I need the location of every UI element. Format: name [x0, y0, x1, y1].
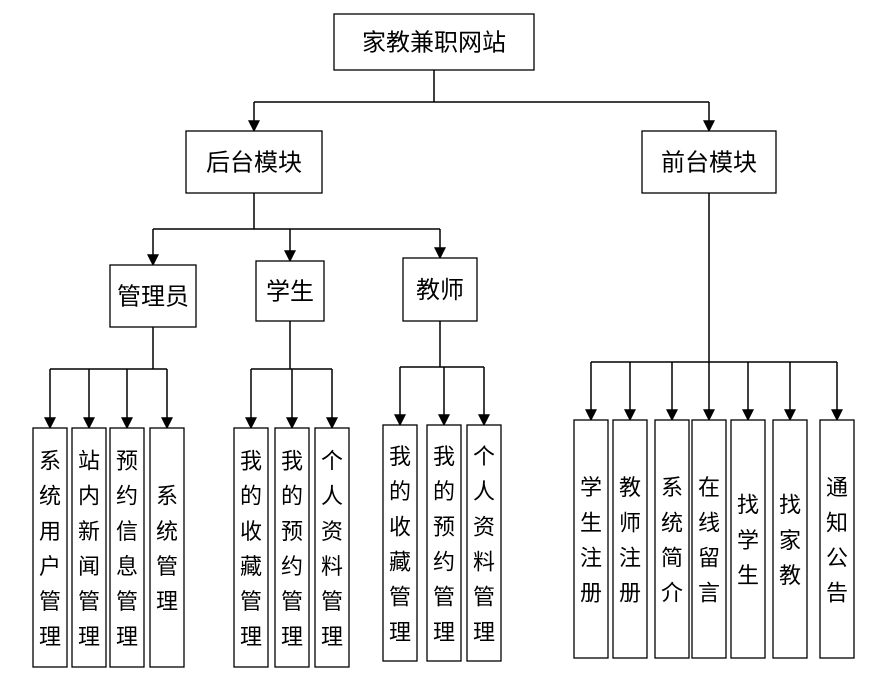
- role-0-item-node-2-label: 预约信息管理: [116, 449, 138, 650]
- backend-module-node: 后台模块: [185, 130, 323, 194]
- frontend-item-node-3-label: 在线留言: [698, 476, 720, 607]
- role-2-item-node-1: 我的预约管理: [426, 424, 462, 662]
- role-node-1: 学生: [255, 260, 325, 322]
- frontend-item-node-0: 学生注册: [573, 419, 609, 659]
- role-0-item-node-1: 站内新闻管理: [71, 427, 107, 668]
- frontend-item-node-1-box: [612, 419, 648, 659]
- role-1-item-node-2: 个人资料管理: [314, 427, 350, 668]
- frontend-item-node-6-label: 通知公告: [826, 476, 848, 607]
- frontend-item-node-5-box: [772, 419, 808, 659]
- frontend-module-node-box: [641, 130, 777, 194]
- role-1-item-node-2-label: 个人资料管理: [321, 449, 343, 650]
- role-0-item-node-0-label: 系统用户管理: [39, 449, 61, 650]
- role-2-item-node-0-box: [382, 424, 418, 662]
- role-2-item-node-2-label: 个人资料管理: [473, 445, 495, 646]
- role-2-item-node-0: 我的收藏管理: [382, 424, 418, 662]
- role-node-2-label: 教师: [416, 276, 464, 304]
- role-node-0: 管理员: [109, 264, 197, 328]
- root-node: 家教兼职网站: [333, 13, 535, 71]
- role-0-item-node-3-box: [149, 427, 185, 668]
- role-1-item-node-1: 我的预约管理: [274, 427, 310, 668]
- role-1-item-node-0: 我的收藏管理: [233, 427, 269, 668]
- frontend-item-node-3: 在线留言: [691, 419, 727, 659]
- role-2-item-node-1-box: [426, 424, 462, 662]
- role-node-2: 教师: [402, 257, 478, 322]
- role-0-item-node-2: 预约信息管理: [109, 427, 145, 668]
- role-1-item-node-1-box: [274, 427, 310, 668]
- frontend-item-node-2-box: [654, 419, 690, 659]
- role-0-item-node-3-label: 系统管理: [156, 485, 178, 616]
- role-node-2-box: [402, 257, 478, 322]
- role-0-item-node-1-box: [71, 427, 107, 668]
- role-1-item-node-0-label: 我的收藏管理: [240, 449, 262, 650]
- frontend-item-node-4-box: [730, 419, 766, 659]
- frontend-item-node-2: 系统简介: [654, 419, 690, 659]
- role-node-1-label: 学生: [266, 278, 314, 306]
- frontend-item-node-4: 找学生: [730, 419, 766, 659]
- root-node-label: 家教兼职网站: [362, 29, 506, 57]
- role-1-item-node-0-box: [233, 427, 269, 668]
- role-node-0-label: 管理员: [117, 283, 189, 311]
- role-2-item-node-2: 个人资料管理: [466, 424, 502, 662]
- frontend-item-node-3-box: [691, 419, 727, 659]
- backend-module-node-label: 后台模块: [206, 149, 302, 177]
- role-2-item-node-0-label: 我的收藏管理: [389, 445, 411, 646]
- frontend-item-node-2-label: 系统简介: [661, 476, 683, 607]
- role-1-item-node-1-label: 我的预约管理: [281, 449, 303, 650]
- frontend-module-node: 前台模块: [641, 130, 777, 194]
- frontend-module-node-label: 前台模块: [661, 149, 757, 177]
- frontend-item-node-6-box: [819, 419, 855, 659]
- frontend-item-node-5-label: 找家教: [779, 494, 801, 589]
- frontend-item-node-0-label: 学生注册: [580, 476, 602, 607]
- role-node-0-box: [109, 264, 197, 328]
- role-0-item-node-3: 系统管理: [149, 427, 185, 668]
- role-0-item-node-1-label: 站内新闻管理: [78, 449, 100, 650]
- frontend-item-node-1-label: 教师注册: [619, 476, 641, 607]
- frontend-item-node-4-label: 找学生: [737, 494, 759, 589]
- root-node-box: [333, 13, 535, 71]
- role-2-item-node-1-label: 我的预约管理: [433, 445, 455, 646]
- role-2-item-node-2-box: [466, 424, 502, 662]
- frontend-item-node-0-box: [573, 419, 609, 659]
- role-0-item-node-0-box: [32, 427, 68, 668]
- role-node-1-box: [255, 260, 325, 322]
- connector-lines: [44, 70, 843, 430]
- frontend-item-node-5: 找家教: [772, 419, 808, 659]
- frontend-item-node-6: 通知公告: [819, 419, 855, 659]
- backend-module-node-box: [185, 130, 323, 194]
- role-1-item-node-2-box: [314, 427, 350, 668]
- role-0-item-node-0: 系统用户管理: [32, 427, 68, 668]
- frontend-item-node-1: 教师注册: [612, 419, 648, 659]
- role-0-item-node-2-box: [109, 427, 145, 668]
